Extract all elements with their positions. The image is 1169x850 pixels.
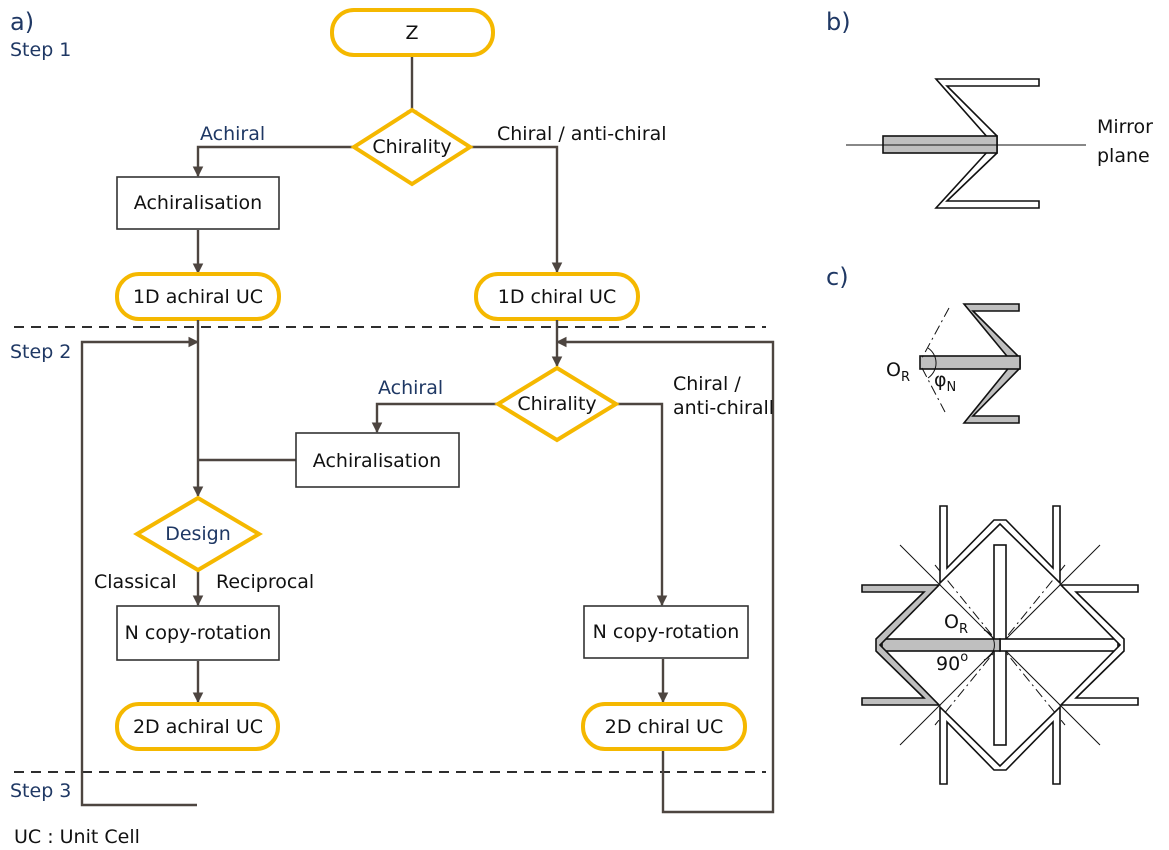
zigzag-top bbox=[939, 505, 1061, 585]
panel-a-label: a) bbox=[10, 8, 34, 36]
chiral-label-2-line1: Chiral / bbox=[673, 373, 741, 395]
arrow-chiral-branch bbox=[470, 145, 563, 274]
chirality-decision-2 bbox=[494, 365, 620, 443]
angle-90-label: 90o bbox=[936, 650, 968, 675]
terminal-1d-achiral-label: 1D achiral UC bbox=[133, 286, 263, 308]
chiral-label-1: Chiral / anti-chiral bbox=[497, 123, 667, 145]
step2-label: Step 2 bbox=[10, 341, 71, 363]
arm-bottom bbox=[993, 643, 1007, 746]
terminal-2d-achiral-label: 2D achiral UC bbox=[133, 716, 263, 738]
arm-left-shaded bbox=[881, 638, 1001, 652]
copy-rotation-box-right bbox=[583, 605, 749, 659]
copy-rotation-box-left-label: N copy-rotation bbox=[125, 622, 272, 644]
achiralisation-box-1-label: Achiralisation bbox=[134, 192, 262, 214]
copy-rotation-box-right-label: N copy-rotation bbox=[593, 621, 740, 643]
terminal-1d-chiral-label: 1D chiral UC bbox=[498, 286, 616, 308]
start-terminal bbox=[330, 8, 495, 57]
reciprocal-label: Reciprocal bbox=[216, 571, 314, 593]
terminal-2d-chiral-label: 2D chiral UC bbox=[605, 716, 723, 738]
arm-top bbox=[993, 544, 1007, 647]
feedback-loop-left bbox=[80, 336, 200, 807]
achiral-label-2: Achiral bbox=[378, 377, 443, 399]
achiralisation-box-2-label: Achiralisation bbox=[313, 450, 441, 472]
origin2-label: OR bbox=[944, 611, 968, 637]
design-decision bbox=[133, 495, 263, 573]
arrow-achiral-branch-2 bbox=[371, 402, 498, 434]
achiralisation-box-2 bbox=[295, 432, 460, 488]
terminal-1d-chiral bbox=[474, 272, 640, 321]
footnote: UC : Unit Cell bbox=[14, 826, 140, 848]
terminal-2d-achiral bbox=[115, 702, 280, 751]
terminal-2d-chiral bbox=[581, 702, 747, 751]
start-terminal-label: Z bbox=[405, 22, 418, 44]
panel-b-label: b) bbox=[826, 8, 851, 36]
achiral-label-1: Achiral bbox=[200, 123, 265, 145]
feedback-loop-right bbox=[555, 336, 775, 814]
panel-c-label: c) bbox=[826, 263, 849, 291]
zigzag-right bbox=[1059, 584, 1139, 706]
arm-right bbox=[999, 638, 1119, 652]
angle-arc bbox=[927, 347, 937, 379]
four-fold-rotation-diagram: OR 90o bbox=[861, 505, 1139, 785]
step3-label: Step 3 bbox=[10, 780, 71, 802]
panel-c-rotation-diagram: OR φN bbox=[886, 303, 1021, 424]
terminal-1d-achiral bbox=[115, 272, 281, 321]
zigzag-left-shaded bbox=[861, 584, 941, 706]
copy-rotation-box-left bbox=[116, 605, 280, 661]
shaded-arm-c bbox=[919, 355, 1021, 370]
chirality-decision-1-label: Chirality bbox=[372, 136, 451, 158]
angle-line-lower bbox=[921, 367, 946, 413]
angle-line-upper bbox=[921, 307, 950, 359]
chiral-label-2-line2: anti-chirall bbox=[673, 397, 774, 419]
step1-label: Step 1 bbox=[10, 39, 71, 61]
right-angle-arc bbox=[983, 629, 995, 661]
mirror-label-line1: Mirror bbox=[1097, 116, 1153, 138]
phi-label: φN bbox=[934, 369, 956, 395]
design-decision-label: Design bbox=[165, 523, 231, 545]
arrow-achiral-branch bbox=[192, 145, 354, 178]
origin-label: OR bbox=[886, 359, 910, 385]
classical-label: Classical bbox=[94, 571, 177, 593]
mirror-label-line2: plane bbox=[1097, 145, 1150, 167]
achiralisation-box-1 bbox=[116, 176, 280, 230]
panel-b-mirror-diagram: Mirror plane bbox=[846, 78, 1153, 209]
chirality-decision-1 bbox=[350, 107, 474, 187]
zigzag-bottom bbox=[939, 705, 1061, 785]
chirality-decision-2-label: Chirality bbox=[517, 393, 596, 415]
arrow-chiral-branch-2 bbox=[616, 402, 668, 607]
